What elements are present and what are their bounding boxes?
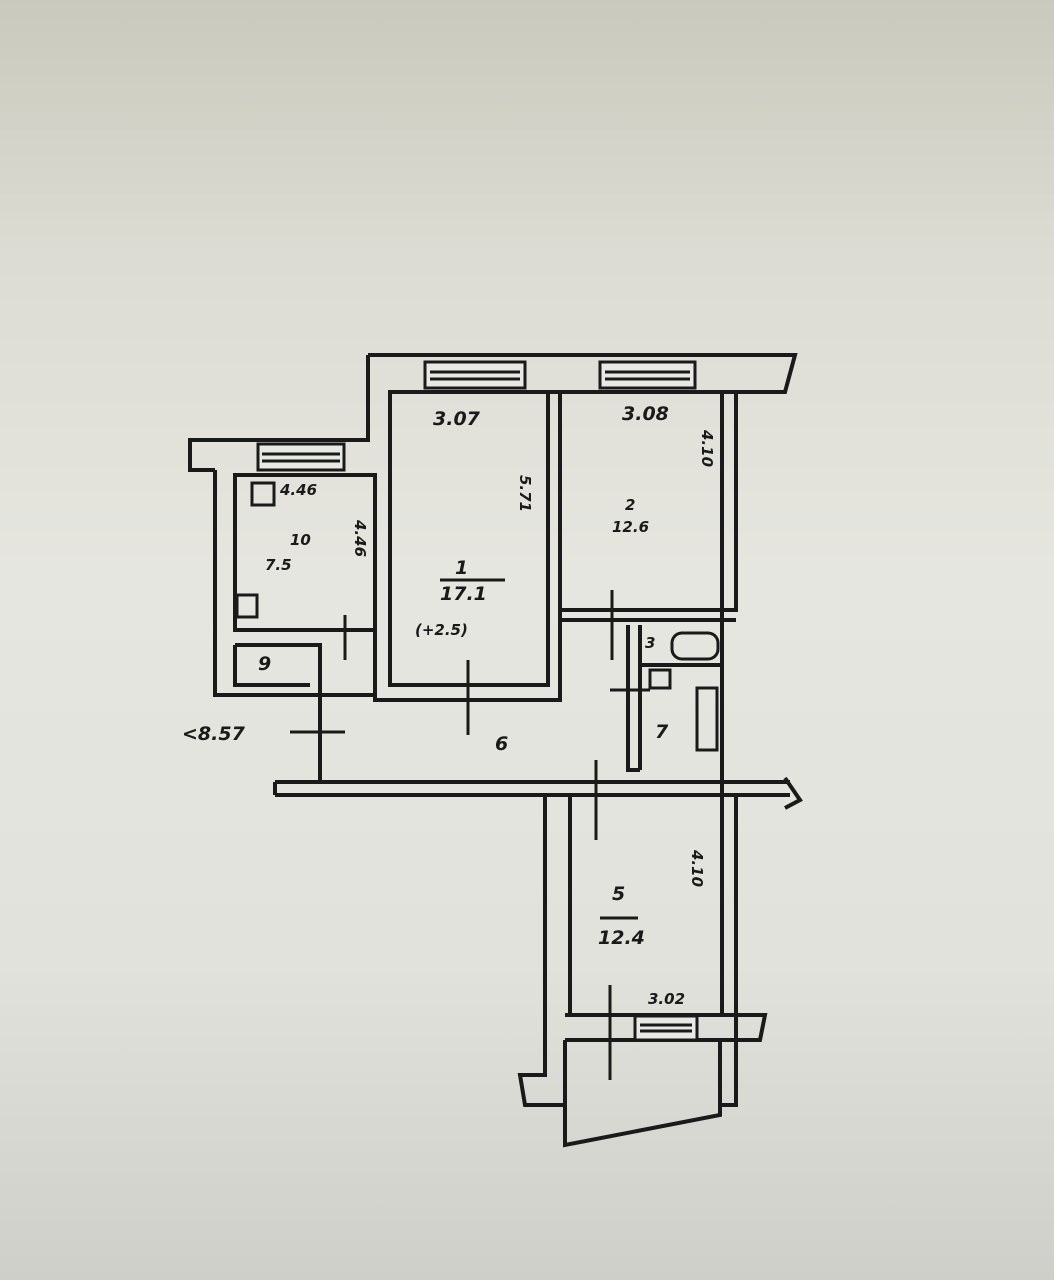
hall-number: 6: [495, 733, 508, 755]
room-5-number: 5: [612, 883, 625, 905]
dim-room1-width: 3.07: [433, 408, 481, 430]
room-2-area: 12.6: [612, 518, 649, 536]
room-2: [558, 392, 738, 1015]
window-kitchen: [256, 442, 346, 472]
dim-room2-length: 4.10: [698, 429, 716, 467]
window-room2: [598, 360, 697, 390]
dim-kitchen-width: 4.46: [279, 481, 317, 499]
bath-number: 3: [645, 634, 655, 652]
level-mark: <8.57: [182, 723, 246, 745]
window-room1: [423, 360, 527, 390]
bathroom: [610, 625, 722, 772]
corridor-number: 9: [258, 653, 271, 675]
room-5: [517, 795, 768, 1148]
level-note: (+2.5): [415, 621, 468, 639]
room-kitchen-area: 7.5: [265, 556, 292, 574]
dim-room2-width: 3.08: [622, 403, 669, 425]
dim-kitchen-length: 4.46: [351, 519, 369, 557]
room-1-area: 17.1: [440, 583, 487, 605]
dim-room5-length: 4.10: [688, 849, 706, 887]
room-1-number: 1: [455, 557, 468, 579]
dim-room5-width: 3.02: [648, 990, 685, 1008]
kitchen: [213, 470, 377, 780]
toilet-number: 7: [655, 721, 669, 743]
dim-room1-length: 5.71: [516, 475, 534, 512]
room-kitchen-number: 10: [290, 531, 311, 549]
corridor-wall: [273, 760, 803, 840]
room-1: [373, 390, 562, 735]
room-2-number: 2: [625, 496, 635, 514]
room-5-area: 12.4: [598, 927, 645, 949]
